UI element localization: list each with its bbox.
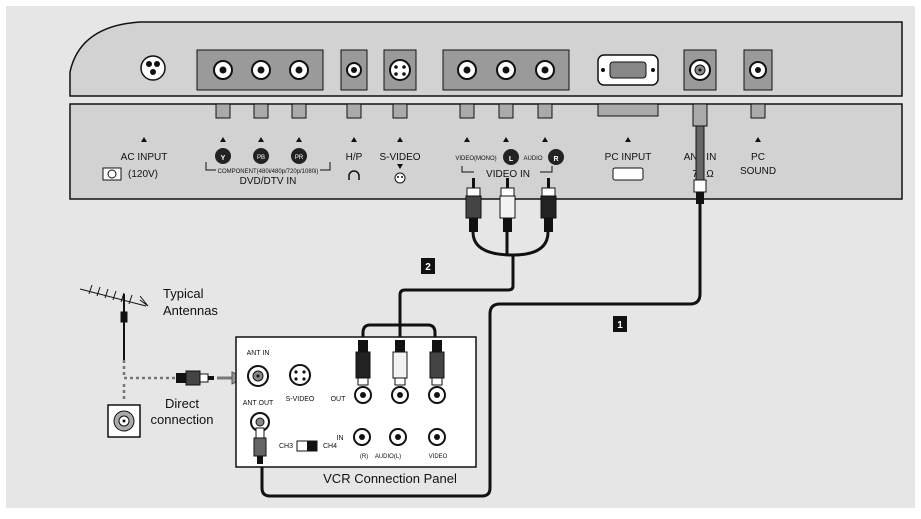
av-cable [361,231,550,340]
vcr-out-jack-3-icon [428,386,446,404]
vcr-in-jack-video-icon [428,428,446,446]
tv-coax-plug [693,125,707,204]
svideo-label: S-VIDEO [379,152,420,163]
jack-audio-r-icon [535,60,555,80]
tv-rca-plug-audio-r [540,178,557,232]
vga-port-icon [597,54,659,86]
badge-pr: PR [291,148,307,164]
jack-y-icon [213,60,233,80]
jack-pb-icon [251,60,271,80]
vcr-rca-plug-3 [429,340,445,386]
svg-text:Y: Y [221,155,226,162]
direct-connection-plug [176,370,214,386]
vcr-in-label: IN [337,435,344,442]
vcr-ant-out-label: ANT OUT [243,400,274,407]
svideo-down-arrow-icon [397,164,403,169]
video-in-bracket [461,166,553,173]
video-in-label: VIDEO IN [486,169,530,180]
coax-jack-icon [689,59,711,81]
svg-text:R: R [553,156,558,163]
vcr-svideo-label: S-VIDEO [286,396,315,403]
vcr-out-label: OUT [331,396,347,403]
vcr-video-label: VIDEO [429,454,448,460]
hp-label: H/P [346,152,363,163]
step-two-marker [421,258,435,274]
step-one-marker [613,316,627,332]
vcr-svideo-jack-icon [289,364,311,386]
jack-audio-l-icon [496,60,516,80]
video-mono-label: VIDEO(MONO) [455,156,496,162]
antenna-icon [79,284,149,360]
ch4-label: CH4 [323,443,337,450]
ac-voltage-label: (120V) [128,169,158,180]
vga-small-icon [612,167,644,181]
step-two-label: 2 [425,262,431,273]
ch3-label: CH3 [279,443,293,450]
vcr-in-jack-l-icon [389,428,407,446]
component-bracket [205,162,331,171]
vcr-coax-plug [253,427,267,464]
vcr-out-jack-1-icon [354,386,372,404]
step-one-label: 1 [617,320,623,331]
ac-plug-small-icon [102,167,122,181]
direct-label-2: connection [151,412,214,427]
antenna-dotted-line [122,360,200,380]
headphone-icon [348,170,360,180]
svg-text:L: L [509,156,514,163]
direct-label-1: Direct [165,396,199,411]
pc-sound-label-1: PC [751,152,765,163]
antenna-label-2: Antennas [163,303,218,318]
vcr-panel-title: VCR Connection Panel [323,471,457,486]
badge-pb: PB [253,148,269,164]
vcr-rca-plug-1 [355,340,371,386]
pc-sound-label-2: SOUND [740,166,776,177]
antenna-label-1: Typical [163,286,204,301]
vcr-ant-in-jack-icon [247,365,269,387]
jack-pr-icon [289,60,309,80]
svideo-jack-icon [389,59,411,81]
vcr-ant-in-label: ANT IN [247,350,270,357]
headphone-jack-icon [346,62,362,78]
vcr-in-jack-r-icon [353,428,371,446]
svideo-small-icon [394,172,406,184]
ac-input-label: AC INPUT [121,152,168,163]
channel-switch [296,440,318,452]
jack-tabs [215,103,766,127]
tv-label-strip [69,103,903,200]
vcr-audio-l-label: AUDIO(L) [375,454,401,460]
vcr-out-jack-2-icon [391,386,409,404]
pc-sound-jack-icon [749,61,767,79]
audio-label: AUDIO [523,156,542,162]
vcr-r-label: (R) [360,454,368,460]
ac-input-socket-icon [140,55,166,81]
svg-text:PR: PR [295,155,304,161]
svg-text:PB: PB [257,155,265,161]
coax-cable [260,204,702,498]
component-label: COMPONENT(480i/480p/720p/1080i) [218,169,319,175]
vcr-rca-plug-2 [392,340,408,386]
badge-r: R [548,149,564,165]
jack-video-icon [457,60,477,80]
dvd-dtv-in-label: DVD/DTV IN [240,176,297,187]
tv-rca-plug-audio-l [499,178,516,232]
wall-outlet-icon [107,404,141,438]
badge-y: Y [215,148,231,164]
pc-input-label: PC INPUT [605,152,652,163]
badge-l: L [503,149,519,165]
tv-rca-plug-video [465,178,482,232]
